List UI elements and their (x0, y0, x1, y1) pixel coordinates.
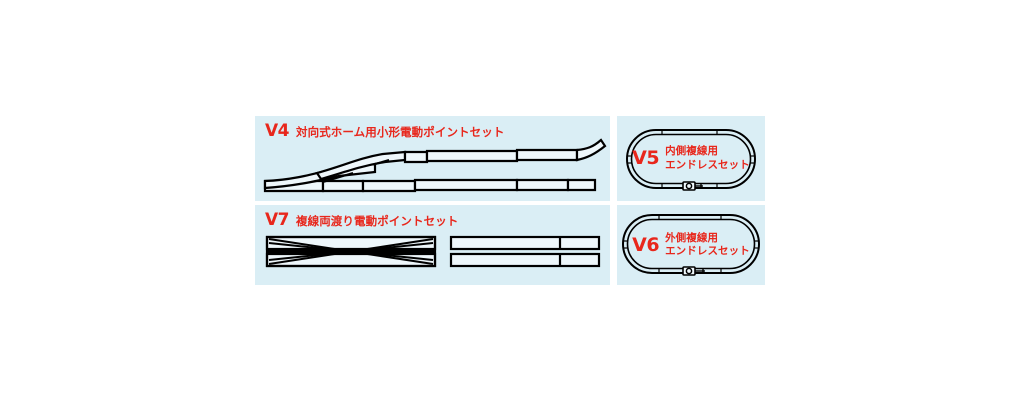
panel-v6: V6 外側複線用 エンドレスセット (617, 205, 765, 285)
v6-feeder-connector (682, 266, 705, 276)
panel-v4-heading: V4 対向式ホーム用小形電動ポイントセット (265, 123, 504, 140)
panel-v5: V5 内側複線用 エンドレスセット (617, 116, 765, 201)
set-code-v4: V4 (265, 121, 290, 141)
panel-v4: V4 対向式ホーム用小形電動ポイントセット (255, 116, 610, 201)
set-code-v7: V7 (265, 210, 290, 230)
diagram-v6-oval-loop (622, 214, 760, 276)
set-title-v7: 複線両渡り電動ポイントセット (296, 214, 459, 228)
diagram-v7-crossover-layout (265, 235, 601, 268)
set-title-v4: 対向式ホーム用小形電動ポイントセット (296, 125, 505, 139)
v5-feeder-connector (682, 181, 703, 191)
diagram-v4-track-layout (263, 138, 607, 193)
panel-v7-heading: V7 複線両渡り電動ポイントセット (265, 212, 458, 229)
v7-straight-tracks (449, 235, 601, 268)
diagram-v5-oval-loop (626, 129, 756, 191)
v7-double-crossover (265, 235, 437, 268)
panel-v7: V7 複線両渡り電動ポイントセット (255, 205, 610, 285)
